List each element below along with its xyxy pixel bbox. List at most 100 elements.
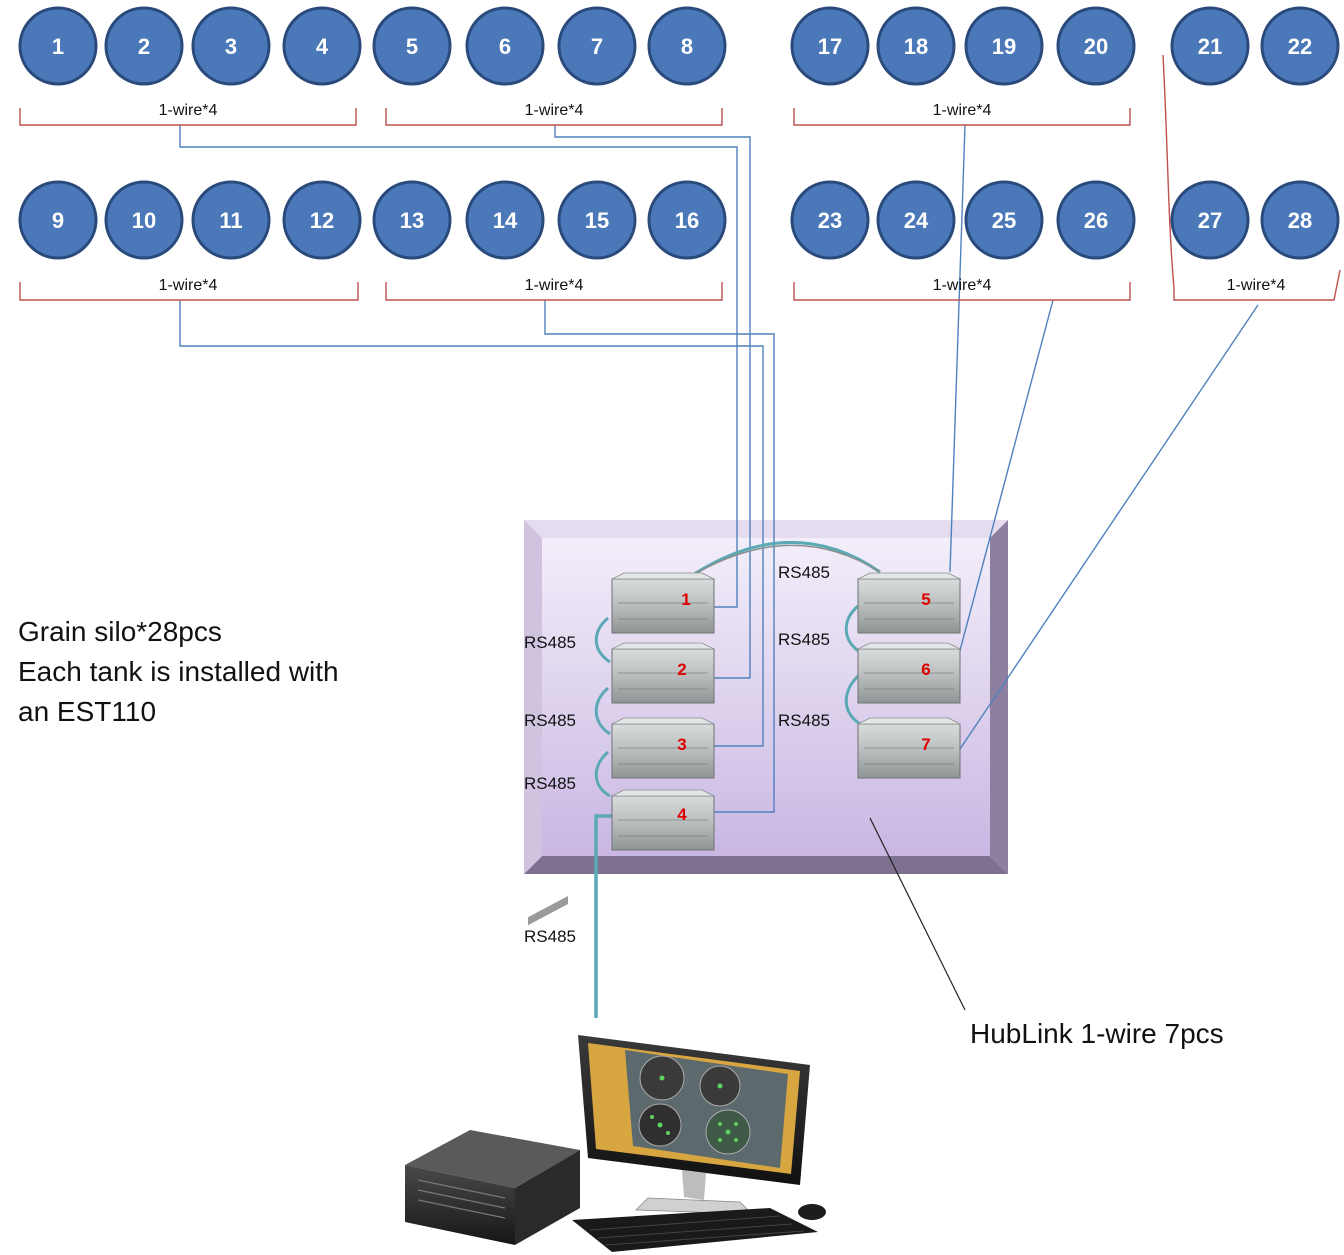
silo-number: 8 xyxy=(681,34,693,59)
silo-11: 11 xyxy=(191,180,271,260)
silo-number: 20 xyxy=(1084,34,1108,59)
silo-4: 4 xyxy=(282,6,362,86)
rs485-label-left-3: RS485 xyxy=(524,774,576,793)
wire-group-7-to-hub-7 xyxy=(957,304,1259,753)
silo-description-line-2: Each tank is installed with xyxy=(18,656,339,687)
silo-number: 26 xyxy=(1084,208,1108,233)
silo-3: 3 xyxy=(191,6,271,86)
group-label-4: 1-wire*4 xyxy=(159,277,218,294)
hublink-device-icon: 3 xyxy=(611,717,715,779)
silo-13: 13 xyxy=(372,180,452,260)
silo-number: 7 xyxy=(591,34,603,59)
silo-9: 9 xyxy=(18,180,98,260)
rs485-label-right-2: RS485 xyxy=(778,711,830,730)
computer-workstation-icon xyxy=(405,895,826,1252)
silo-number: 27 xyxy=(1198,208,1222,233)
wire-group-5-to-hub-5 xyxy=(949,124,966,573)
silo-number: 11 xyxy=(219,208,242,233)
silo-number: 24 xyxy=(904,208,929,233)
silo-number: 1 xyxy=(52,34,64,59)
hublink-device-icon: 1 xyxy=(611,572,715,634)
silo-number: 9 xyxy=(52,208,64,233)
silo-17: 17 xyxy=(790,6,870,86)
silo-6: 6 xyxy=(465,6,545,86)
hub-caption-pointer xyxy=(869,817,966,1011)
bracket-3 xyxy=(793,108,1131,126)
group-label-7: 1-wire*4 xyxy=(1227,277,1286,294)
silo-number: 28 xyxy=(1288,208,1312,233)
silo-28: 28 xyxy=(1260,180,1340,260)
bracket-5 xyxy=(385,282,723,301)
silo-16: 16 xyxy=(647,180,727,260)
silo-number: 2 xyxy=(138,34,150,59)
silo-number: 25 xyxy=(992,208,1016,233)
hub-number: 6 xyxy=(921,660,930,679)
silo-row-1: 1 2 3 4 5 6 7 8 17 18 19 20 21 22 xyxy=(18,6,1340,86)
silo-26: 26 xyxy=(1056,180,1136,260)
silo-10: 10 xyxy=(104,180,184,260)
rs485-label-left-2: RS485 xyxy=(524,711,576,730)
hub-number: 2 xyxy=(677,660,686,679)
bracket-7 xyxy=(1162,54,1341,301)
bracket-2 xyxy=(385,108,723,126)
group-label-3: 1-wire*4 xyxy=(933,102,992,119)
silo-19: 19 xyxy=(964,6,1044,86)
rs485-label-left-1: RS485 xyxy=(524,633,576,652)
hub-number: 3 xyxy=(677,735,686,754)
hub-caption: HubLink 1-wire 7pcs xyxy=(970,1018,1224,1049)
wire-group-3-to-hub-3 xyxy=(179,300,764,747)
one-wire-wiring xyxy=(179,124,1259,813)
hublink-device-icon: 5 xyxy=(857,572,961,634)
silo-22: 22 xyxy=(1260,6,1340,86)
silo-number: 16 xyxy=(675,208,699,233)
silo-number: 5 xyxy=(406,34,418,59)
silo-number: 4 xyxy=(316,34,329,59)
hub-number: 4 xyxy=(677,805,687,824)
silo-number: 17 xyxy=(818,34,842,59)
silo-24: 24 xyxy=(876,180,956,260)
silo-15: 15 xyxy=(557,180,637,260)
bracket-1 xyxy=(19,108,357,126)
group-brackets xyxy=(19,54,1341,301)
silo-number: 22 xyxy=(1288,34,1312,59)
hub-number: 7 xyxy=(921,735,930,754)
rs485-labels: RS485 RS485 RS485 RS485 RS485 RS485 RS48… xyxy=(524,563,830,946)
silo-number: 6 xyxy=(499,34,511,59)
rs485-label-pc-link: RS485 xyxy=(524,927,576,946)
hublink-device-icon: 4 xyxy=(611,789,715,851)
silo-18: 18 xyxy=(876,6,956,86)
silo-27: 27 xyxy=(1170,180,1250,260)
silo-number: 15 xyxy=(585,208,609,233)
rs485-label-right-1: RS485 xyxy=(778,630,830,649)
group-label-6: 1-wire*4 xyxy=(933,277,992,294)
silo-23: 23 xyxy=(790,180,870,260)
silo-14: 14 xyxy=(465,180,545,260)
silo-number: 3 xyxy=(225,34,237,59)
silo-number: 10 xyxy=(132,208,156,233)
hublink-device-icon: 7 xyxy=(857,717,961,779)
group-labels: 1-wire*4 1-wire*4 1-wire*4 1-wire*4 1-wi… xyxy=(159,102,1286,294)
wire-group-4-to-hub-4 xyxy=(544,300,775,813)
silo-description-line-1: Grain silo*28pcs xyxy=(18,616,222,647)
hub-number: 1 xyxy=(681,590,690,609)
bracket-6 xyxy=(793,282,1131,301)
silo-20: 20 xyxy=(1056,6,1136,86)
group-label-5: 1-wire*4 xyxy=(525,277,584,294)
wire-group-2-to-hub-2 xyxy=(554,125,751,679)
hub-number: 5 xyxy=(921,590,930,609)
hublink-device-icon: 2 xyxy=(611,642,715,704)
hublink-device-icon: 6 xyxy=(857,642,961,704)
rs485-cabling xyxy=(594,540,881,1018)
silo-number: 14 xyxy=(493,208,518,233)
silo-25: 25 xyxy=(964,180,1044,260)
rs485-label-top: RS485 xyxy=(778,563,830,582)
silo-1: 1 xyxy=(18,6,98,86)
silo-2: 2 xyxy=(104,6,184,86)
group-label-1: 1-wire*4 xyxy=(159,102,218,119)
hub-devices: 1 2 3 4 5 xyxy=(611,572,961,851)
group-label-2: 1-wire*4 xyxy=(525,102,584,119)
silo-5: 5 xyxy=(372,6,452,86)
silo-12: 12 xyxy=(282,180,362,260)
silo-row-2: 9 10 11 12 13 14 15 16 23 24 25 26 27 28 xyxy=(18,180,1340,260)
